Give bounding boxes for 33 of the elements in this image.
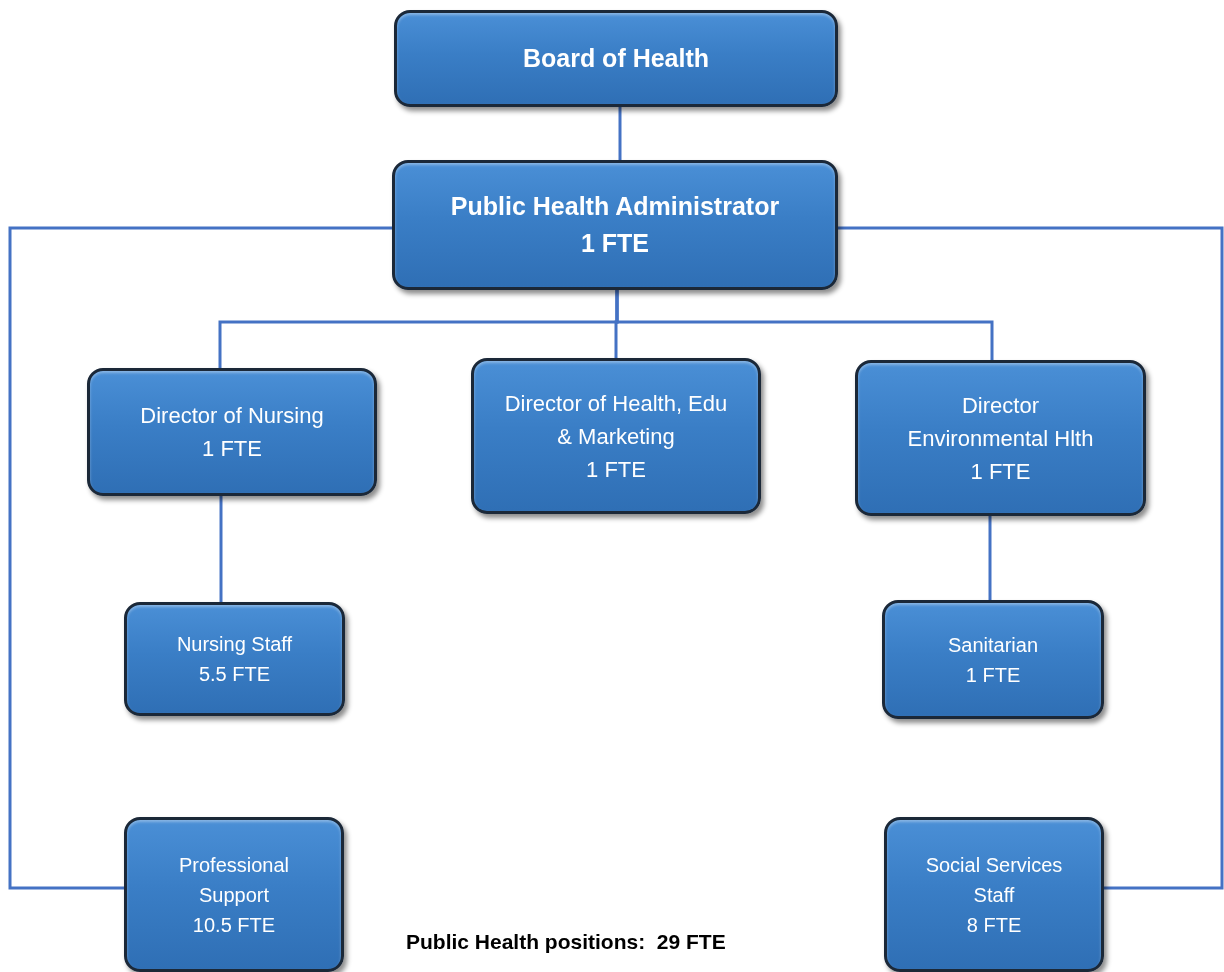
org-box: [471, 358, 761, 514]
connector-line: [618, 107, 622, 160]
org-box: [392, 160, 838, 290]
connector-line: [838, 226, 1224, 890]
fte-count: 1 FTE: [970, 457, 1031, 486]
org-box: [884, 817, 1104, 972]
position-title: Director Environmental Hlth: [906, 391, 1095, 453]
position-title: Nursing Staff: [176, 632, 293, 657]
position-title: Social Services Staff: [924, 852, 1064, 908]
position-title: Director of Health, Edu & Marketing: [503, 389, 729, 451]
fte-count: 1 FTE: [580, 228, 650, 259]
org-box: [855, 360, 1146, 516]
total-note: Public Health positions: 29 FTE: [406, 930, 726, 954]
connector-line: [219, 496, 223, 602]
fte-count: 1 FTE: [586, 455, 646, 484]
position-title: Public Health Administrator: [450, 190, 780, 222]
fte-count: 8 FTE: [966, 912, 1022, 938]
org-box: [394, 10, 838, 107]
fte-count: 5.5 FTE: [198, 662, 271, 687]
position-title: Sanitarian: [947, 632, 1039, 658]
position-title: Board of Health: [522, 42, 710, 74]
org-box: [882, 600, 1104, 719]
fte-count: 1 FTE: [202, 435, 262, 463]
position-title: Professional Support: [177, 852, 291, 908]
connector-line: [615, 290, 994, 360]
org-box: [124, 602, 345, 716]
fte-count: 10.5 FTE: [192, 912, 276, 938]
org-box: [87, 368, 377, 496]
connector-line: [988, 516, 992, 600]
position-title: Director of Nursing: [140, 402, 324, 430]
connector-line: [8, 226, 392, 890]
org-box: [124, 817, 344, 972]
fte-count: 1 FTE: [965, 662, 1021, 688]
